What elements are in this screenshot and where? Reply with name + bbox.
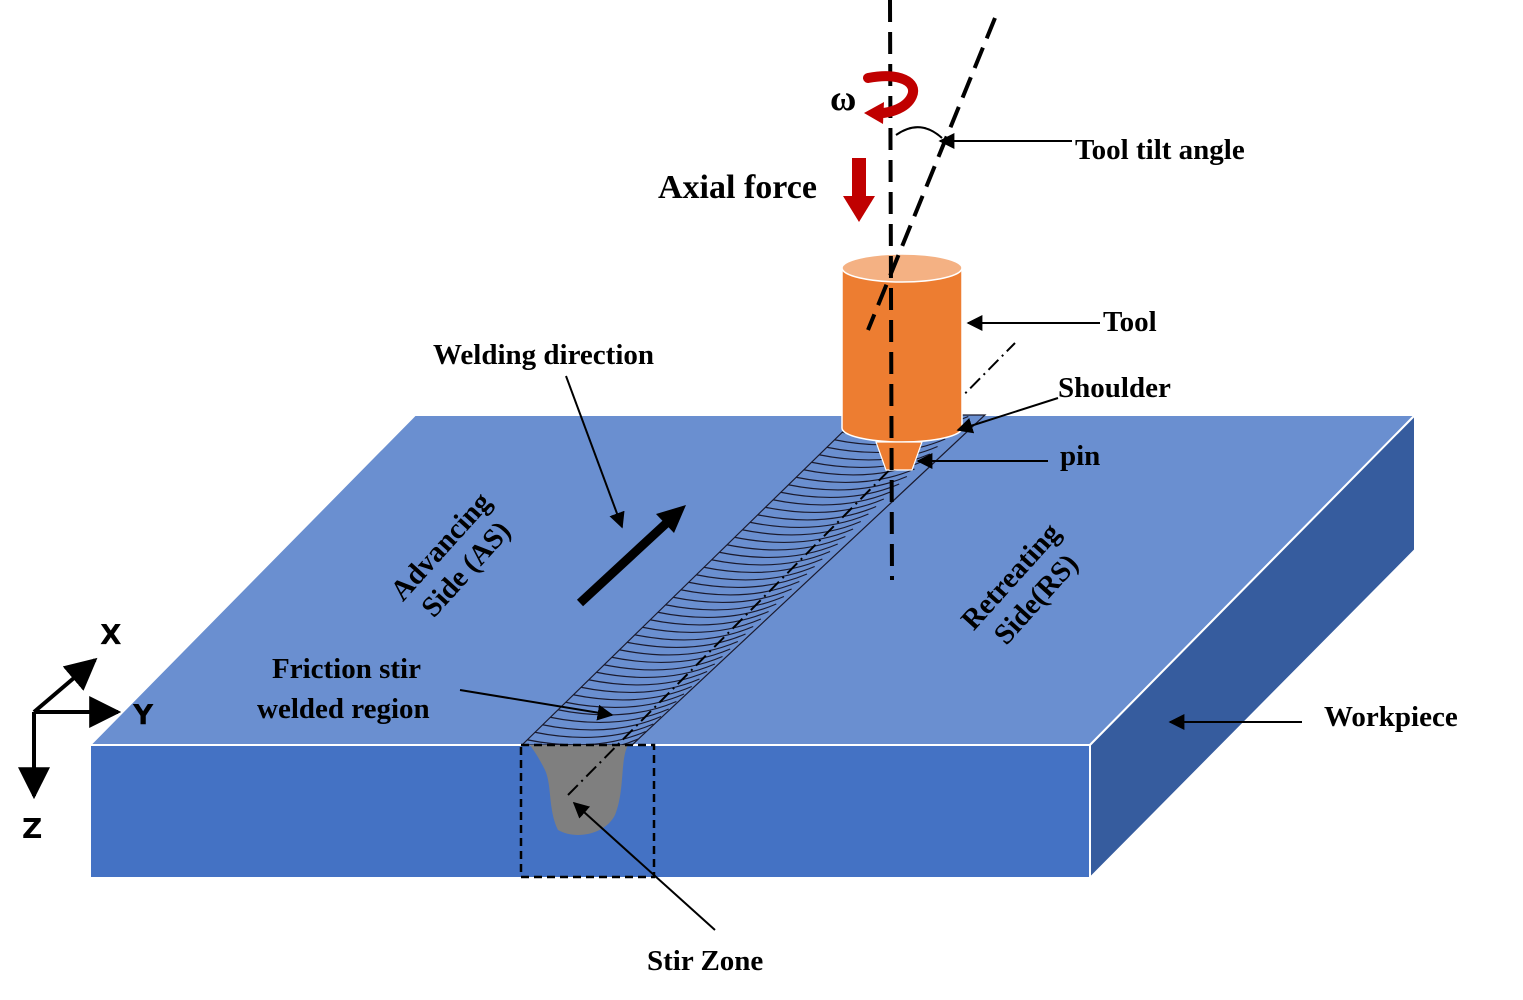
tilt-angle-arc bbox=[895, 126, 943, 139]
x-axis-label: X bbox=[100, 618, 122, 651]
workpiece-label: Workpiece bbox=[1324, 701, 1458, 733]
vertical-tool-axis bbox=[888, 0, 894, 581]
stir-zone-box bbox=[519, 743, 656, 879]
tool-label: Tool bbox=[1103, 306, 1157, 338]
weld-ripple bbox=[548, 708, 669, 724]
weld-ripple bbox=[679, 580, 800, 596]
weld-ripple bbox=[686, 573, 808, 589]
fsw-region-label-line2: welded region bbox=[257, 693, 430, 725]
weld-ripple bbox=[522, 738, 639, 745]
weld-ripple bbox=[786, 475, 908, 491]
tool-body bbox=[841, 267, 963, 443]
z-axis-label: Z bbox=[22, 812, 42, 845]
weld-ripple bbox=[756, 505, 877, 521]
weld-ripple bbox=[709, 550, 831, 566]
weld-ripple bbox=[610, 648, 731, 664]
pin-label: pin bbox=[1060, 440, 1100, 472]
weld-ripple bbox=[771, 490, 892, 506]
omega-label: ω bbox=[830, 78, 856, 118]
weld-ripple bbox=[794, 468, 915, 484]
weld-ripple bbox=[594, 663, 716, 679]
weld-ripple bbox=[648, 610, 769, 626]
tilted-tool-axis bbox=[866, 17, 997, 331]
shoulder-label: Shoulder bbox=[1058, 372, 1171, 404]
weld-ripple bbox=[579, 678, 700, 694]
welding-direction-arrow bbox=[576, 514, 676, 607]
fsw-region-label-line1: Friction stir bbox=[272, 653, 421, 685]
weld-ripple bbox=[748, 513, 869, 529]
shoulder-leader bbox=[956, 397, 1059, 434]
weld-ripple bbox=[763, 498, 885, 514]
weld-ripple bbox=[571, 685, 693, 701]
welding-direction-arrowhead bbox=[656, 505, 686, 533]
leader-lines bbox=[459, 133, 1302, 931]
weld-ripple bbox=[563, 693, 685, 709]
tool-tilt-angle-label: Tool tilt angle bbox=[1075, 134, 1245, 166]
y-axis-label: Y bbox=[132, 698, 154, 731]
weld-ripples bbox=[522, 415, 977, 745]
weld-ripple bbox=[633, 625, 754, 641]
welded-track bbox=[522, 415, 985, 745]
weld-ripple bbox=[663, 595, 785, 611]
weld-ripple bbox=[617, 640, 739, 656]
weld-ripple bbox=[702, 558, 823, 574]
rotation-arrow bbox=[863, 71, 919, 124]
welding-direction-label: Welding direction bbox=[433, 339, 654, 371]
coordinate-axes bbox=[18, 657, 122, 800]
stir-zone-label: Stir Zone bbox=[647, 945, 763, 977]
welding-direction-leader bbox=[565, 375, 625, 529]
weld-ripple bbox=[671, 588, 792, 604]
weld-ripple bbox=[602, 655, 723, 671]
axial-force-arrow bbox=[843, 158, 875, 222]
weld-ripple bbox=[533, 723, 654, 739]
stir-zone-leader bbox=[572, 801, 716, 931]
tool-top-face bbox=[841, 253, 963, 283]
weld-ripple bbox=[732, 528, 854, 544]
weld-ripple bbox=[587, 670, 708, 686]
weld-ripple bbox=[694, 565, 815, 581]
weld-ripple bbox=[640, 618, 762, 634]
axial-force-label: Axial force bbox=[658, 169, 817, 206]
weld-ripple bbox=[556, 700, 677, 716]
weld-ripple bbox=[625, 633, 746, 649]
weld-ripple bbox=[540, 715, 662, 731]
fsw-region-leader bbox=[459, 689, 614, 721]
weld-ripple bbox=[725, 535, 846, 551]
weld-ripple bbox=[656, 603, 777, 619]
tool-pin bbox=[875, 441, 923, 471]
stir-zone-shape bbox=[530, 745, 628, 835]
weld-ripple bbox=[717, 543, 838, 559]
weld-ripple bbox=[779, 483, 900, 499]
weld-ripple bbox=[740, 520, 862, 536]
tool bbox=[841, 253, 963, 471]
